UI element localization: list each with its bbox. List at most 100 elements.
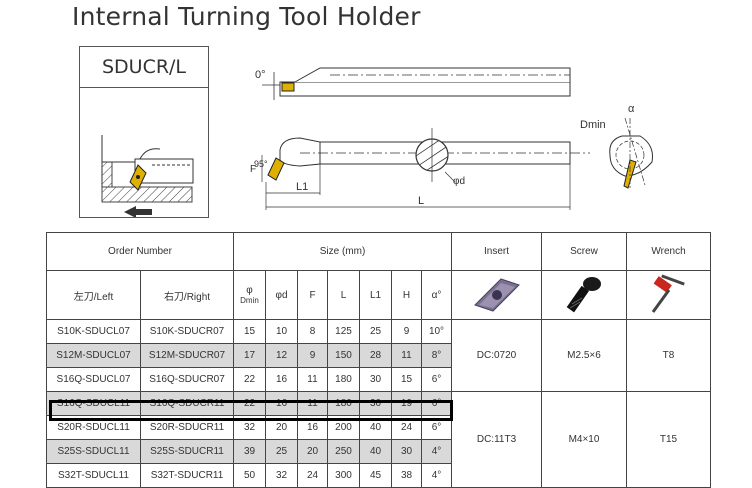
cell-left: S16Q-SDUCL11	[46, 391, 141, 416]
cell-phi: 50	[233, 463, 266, 488]
cell-d: 32	[265, 463, 298, 488]
group2-wrench-cell: T15	[626, 391, 711, 488]
cell-F: 11	[297, 391, 328, 416]
angle-0-label: 0°	[255, 69, 266, 81]
cell-phi: 17	[233, 343, 266, 368]
cell-left: S10K-SDUCL07	[46, 319, 141, 344]
cell-H: 30	[391, 439, 422, 464]
cell-right: S12M-SDUCR07	[140, 343, 234, 368]
cell-L: 180	[327, 367, 360, 392]
phi-dmin-header: φ Dmin	[233, 270, 266, 320]
H-header: H	[391, 270, 422, 320]
group1-wrench-cell: T8	[626, 319, 711, 392]
spec-table: Order Number Size (mm) Insert Screw Wren…	[46, 232, 711, 488]
dim-F-label: F	[250, 164, 256, 175]
phi-symbol: φ	[246, 285, 253, 296]
cell-left: S25S-SDUCL11	[46, 439, 141, 464]
cell-H: 38	[391, 463, 422, 488]
cell-alpha: 8°	[421, 343, 452, 368]
screw-icon	[566, 277, 601, 313]
cell-alpha: 6°	[421, 367, 452, 392]
cell-L1: 25	[359, 319, 392, 344]
cell-d: 20	[265, 415, 298, 440]
screw-header: Screw	[541, 232, 627, 271]
cell-left: S20R-SDUCL11	[46, 415, 141, 440]
cell-L: 200	[327, 415, 360, 440]
cell-d: 25	[265, 439, 298, 464]
cell-alpha: 4°	[421, 463, 452, 488]
cell-H: 9	[391, 319, 422, 344]
L1-header: L1	[359, 270, 392, 320]
cell-L: 180	[327, 391, 360, 416]
group1-insert-cell: DC:0720	[451, 319, 542, 392]
cell-left: S16Q-SDUCL07	[46, 367, 141, 392]
cell-right: S20R-SDUCR11	[140, 415, 234, 440]
cell-right: S16Q-SDUCR11	[140, 391, 234, 416]
dim-alpha-label: α	[628, 103, 635, 115]
hex-wrench-icon	[651, 274, 685, 313]
cell-phi: 32	[233, 415, 266, 440]
right-column-header: 右刀/Right	[140, 270, 234, 320]
cell-left: S12M-SDUCL07	[46, 343, 141, 368]
cell-L: 150	[327, 343, 360, 368]
cell-d: 12	[265, 343, 298, 368]
group1-screw-cell: M2.5×6	[541, 319, 627, 392]
cell-F: 9	[297, 343, 328, 368]
cell-L: 125	[327, 319, 360, 344]
cell-L1: 30	[359, 391, 392, 416]
wrench-image	[626, 270, 711, 320]
cell-L: 300	[327, 463, 360, 488]
dim-L1-label: L1	[296, 181, 308, 193]
cell-phi: 39	[233, 439, 266, 464]
cell-L1: 40	[359, 439, 392, 464]
cell-alpha: 6°	[421, 415, 452, 440]
F-header: F	[297, 270, 328, 320]
cell-F: 24	[297, 463, 328, 488]
model-label: SDUCR/L	[80, 47, 208, 88]
d-header: φd	[265, 270, 298, 320]
angle-95-label: 95°	[254, 159, 268, 169]
dmin-label: Dmin	[240, 296, 259, 305]
page-title: Internal Turning Tool Holder	[72, 2, 421, 31]
cell-L1: 28	[359, 343, 392, 368]
dim-Dmin-label: Dmin	[580, 119, 606, 131]
cell-right: S10K-SDUCR07	[140, 319, 234, 344]
cell-F: 16	[297, 415, 328, 440]
cell-alpha: 4°	[421, 439, 452, 464]
cell-d: 16	[265, 391, 298, 416]
screw-image	[541, 270, 627, 320]
size-header: Size (mm)	[233, 232, 452, 271]
cell-right: S25S-SDUCR11	[140, 439, 234, 464]
cell-H: 19	[391, 391, 422, 416]
order-number-header: Order Number	[46, 232, 234, 271]
group2-screw-cell: M4×10	[541, 391, 627, 488]
L-header: L	[327, 270, 360, 320]
cell-right: S16Q-SDUCR07	[140, 367, 234, 392]
group2-insert-cell: DC:11T3	[451, 391, 542, 488]
cell-H: 11	[391, 343, 422, 368]
cell-left: S32T-SDUCL11	[46, 463, 141, 488]
cell-right: S32T-SDUCR11	[140, 463, 234, 488]
alpha-header: α°	[421, 270, 452, 320]
dim-phid-label: φd	[453, 176, 465, 187]
insert-image	[451, 270, 542, 320]
cell-L1: 30	[359, 367, 392, 392]
cell-L1: 40	[359, 415, 392, 440]
cell-d: 10	[265, 319, 298, 344]
cell-alpha: 10°	[421, 319, 452, 344]
cell-H: 15	[391, 367, 422, 392]
cell-d: 16	[265, 367, 298, 392]
cell-alpha: 6°	[421, 391, 452, 416]
cell-phi: 22	[233, 391, 266, 416]
cell-phi: 22	[233, 367, 266, 392]
cell-H: 24	[391, 415, 422, 440]
insert-header: Insert	[451, 232, 542, 271]
wrench-header: Wrench	[626, 232, 711, 271]
cell-F: 20	[297, 439, 328, 464]
cell-F: 8	[297, 319, 328, 344]
cell-L: 250	[327, 439, 360, 464]
